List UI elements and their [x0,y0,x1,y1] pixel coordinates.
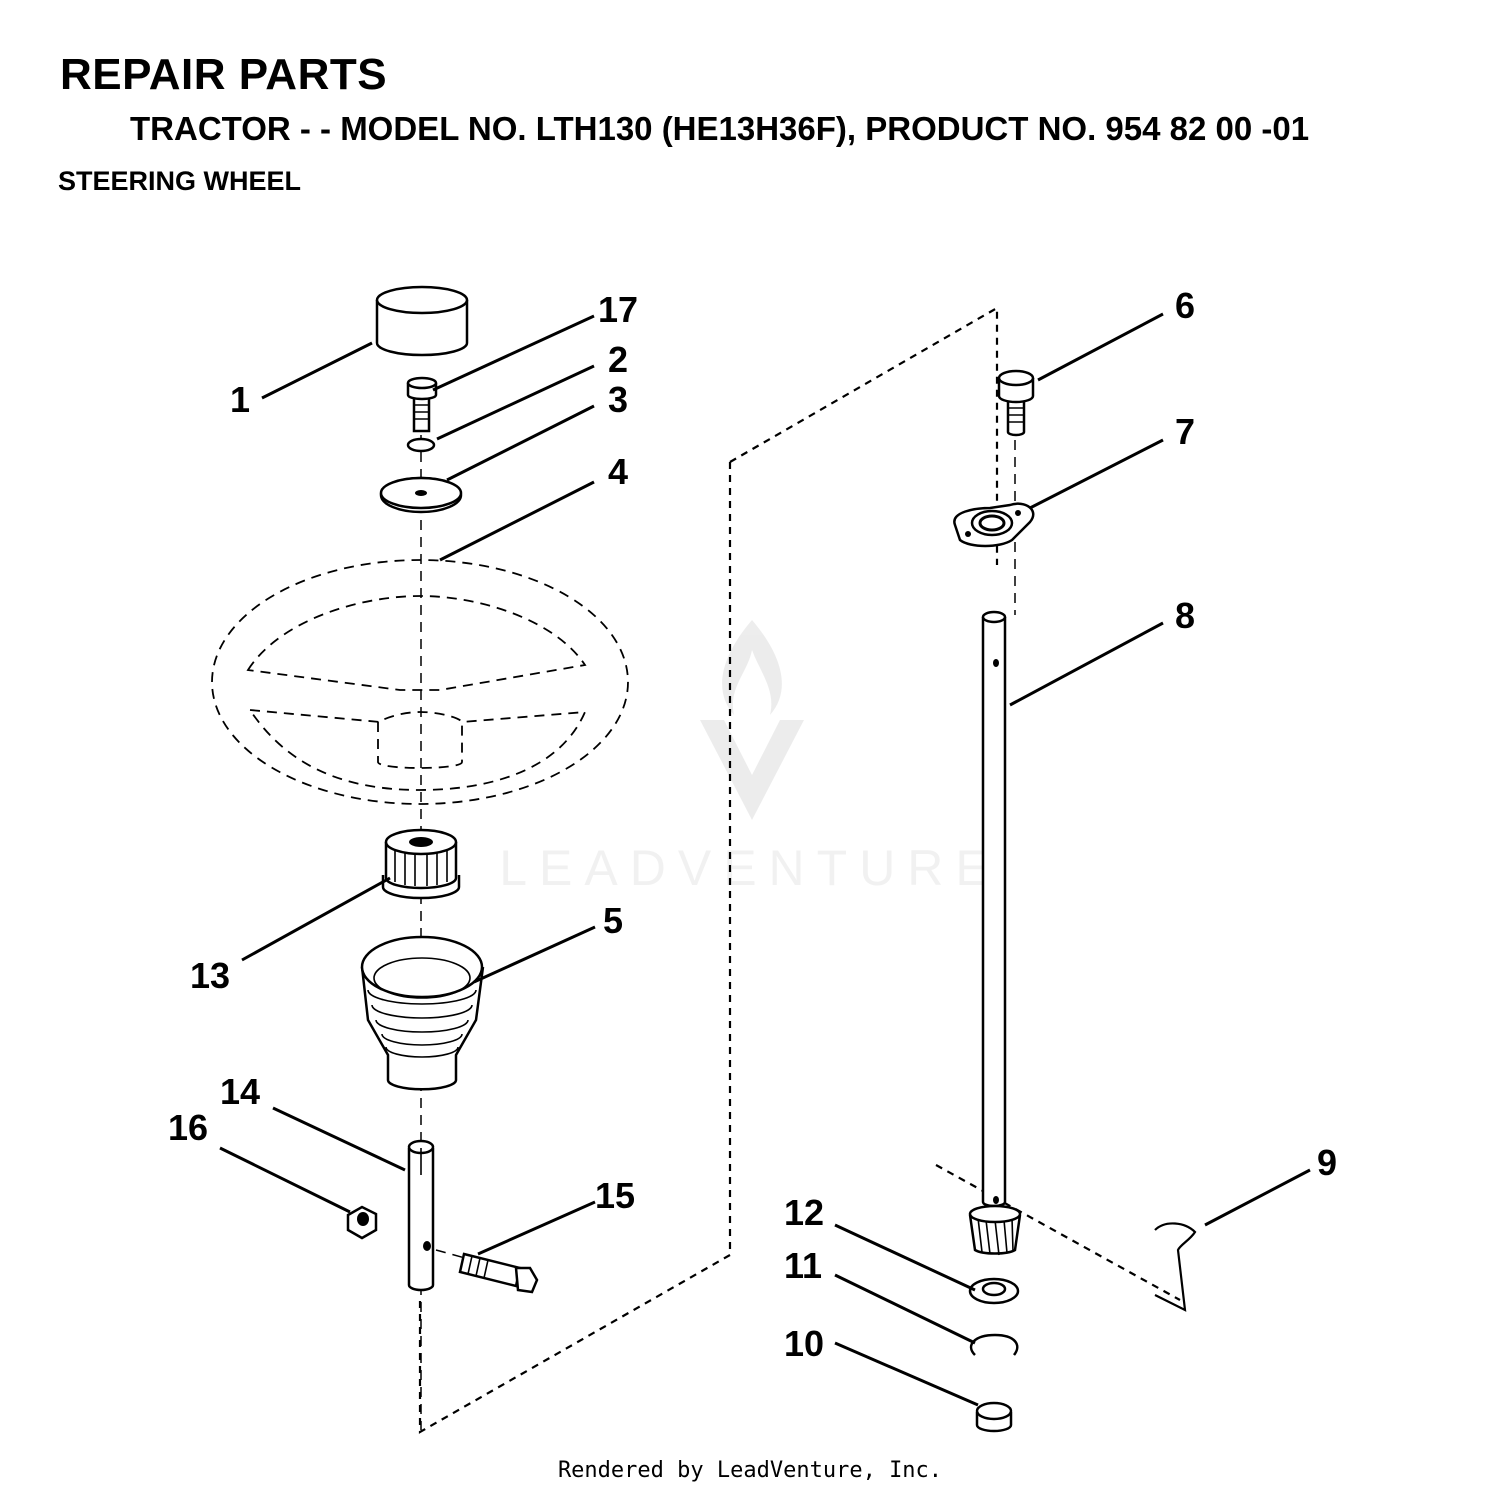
part-5-column-boot [360,935,485,1091]
callout-1: 1 [230,379,250,420]
callout-15: 15 [595,1175,635,1216]
assembly-frame [418,306,1181,1434]
callout-6: 6 [1175,285,1195,326]
part-2-lock-washer [406,437,436,453]
callout-17: 17 [598,289,638,330]
watermark-text: LEADVENTURE [499,840,1001,896]
callout-2: 2 [608,339,628,380]
callout-labels: 1 2 3 4 5 6 7 8 9 10 11 12 13 14 15 16 1… [168,285,1337,1364]
callout-7: 7 [1175,411,1195,452]
leader-lines [219,312,1311,1407]
page-title: REPAIR PARTS [60,50,388,99]
part-4-steering-wheel [211,559,629,805]
part-16-hex-nut [346,1205,378,1240]
spring-clip [1154,1222,1197,1312]
callout-12: 12 [784,1192,824,1233]
part-12-pinion-gear [968,1204,1022,1256]
callout-11: 11 [784,1245,822,1286]
callout-16: 16 [168,1107,208,1148]
part-8-steering-shaft [981,610,1007,1208]
part-13-spline-adapter [381,828,461,900]
part-1-cap [375,285,469,357]
part-6-bolt [997,369,1035,437]
watermark: LEADVENTURE [499,620,1001,896]
callout-13: 13 [190,955,230,996]
part-3-flat-washer [379,476,463,514]
callout-3: 3 [608,379,628,420]
part-14-upper-shaft [407,1139,435,1292]
callout-4: 4 [608,451,628,492]
part-17-bolt [406,376,438,433]
model-subtitle: TRACTOR - - MODEL NO. LTH130 (HE13H36F),… [130,110,1310,147]
footer-credit: Rendered by LeadVenture, Inc. [557,1458,943,1483]
callout-5: 5 [603,900,623,941]
part-11-washer [968,1277,1020,1305]
section-title: STEERING WHEEL [58,166,302,196]
part-15-bolt [435,1249,539,1294]
callout-14: 14 [220,1071,260,1112]
callout-9: 9 [1317,1142,1337,1183]
part-9-bushing [975,1401,1013,1433]
part-7-flange-bearing [953,502,1035,548]
part-10-snap-ring [969,1333,1019,1356]
callout-8: 8 [1175,595,1195,636]
callout-10: 10 [784,1323,824,1364]
